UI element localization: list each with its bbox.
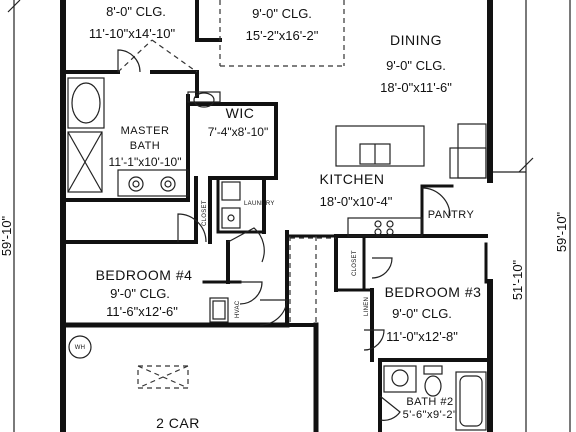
great-room-size: 15'-2"x16'-2" (246, 28, 319, 43)
dimension-labels: 59'-10" 59'-10" 51'-10" (0, 211, 569, 300)
bath2-size: 5'-6"x9'-2" (403, 409, 458, 421)
kitchen-counter (347, 217, 423, 237)
water-heater (68, 335, 92, 359)
laundry-label: LAUNDRY (244, 201, 275, 207)
fixtures (67, 77, 487, 431)
room-labels: 8'-0" CLG. 11'-10"x14'-10" 9'-0" CLG. 15… (75, 4, 482, 431)
kitchen-size: 18'-0"x10'-4" (320, 194, 393, 209)
master-bathtub (67, 77, 105, 129)
linen-label: LINEN (364, 297, 370, 316)
doors (117, 49, 451, 421)
dining-title: DINING (390, 32, 442, 48)
master-toilet (187, 91, 221, 108)
master-bedroom-ceiling: 8'-0" CLG. (106, 4, 166, 19)
bedroom4-ceiling: 9'-0" CLG. (110, 286, 170, 301)
water-heater-label: WH (75, 345, 86, 351)
master-bath-title-1: MASTER (121, 125, 170, 137)
right-overall-dimension: 59'-10" (554, 211, 569, 252)
dining-size: 18'-0"x11'-6" (380, 80, 452, 95)
kitchen-island (335, 125, 425, 167)
bedroom3-ceiling: 9'-0" CLG. (392, 306, 452, 321)
master-shower (67, 131, 103, 193)
hvac-label: HVAC (235, 300, 241, 318)
garage-title: 2 CAR (156, 415, 200, 431)
kitchen-title: KITCHEN (320, 171, 385, 187)
bedroom3-title: BEDROOM #3 (385, 284, 482, 300)
bedroom3-size: 11'-0"x12'-8" (386, 329, 458, 344)
master-bath-title-2: BATH (130, 140, 161, 152)
bedroom4-size: 11'-6"x12'-6" (106, 304, 178, 319)
closet-label-bed4: CLOSET (202, 200, 208, 226)
master-bedroom-size: 11'-10"x14'-10" (89, 26, 176, 41)
master-bath-size: 11'-1"x10'-10" (109, 155, 182, 169)
closet-label-bed3: CLOSET (352, 250, 358, 276)
master-vanity (117, 169, 189, 197)
great-room-ceiling: 9'-0" CLG. (252, 6, 312, 21)
attic-access (137, 365, 189, 389)
wic-size: 7'-4"x8'-10" (208, 125, 268, 139)
dimension-lines (7, 0, 571, 432)
hvac-unit (209, 297, 229, 323)
right-inner-dimension: 51'-10" (510, 259, 525, 300)
bath2-title: BATH #2 (406, 396, 453, 408)
dining-ceiling: 9'-0" CLG. (386, 58, 446, 73)
bedroom4-title: BEDROOM #4 (96, 267, 193, 283)
bath2-fixtures (383, 365, 487, 431)
dashed-lines (117, 0, 345, 325)
left-overall-dimension: 59'-10" (0, 215, 14, 256)
wic-title: WIC (226, 105, 255, 121)
laundry-appliances (221, 181, 241, 229)
kitchen-cabinets (449, 123, 487, 179)
pantry-label: PANTRY (428, 209, 475, 221)
